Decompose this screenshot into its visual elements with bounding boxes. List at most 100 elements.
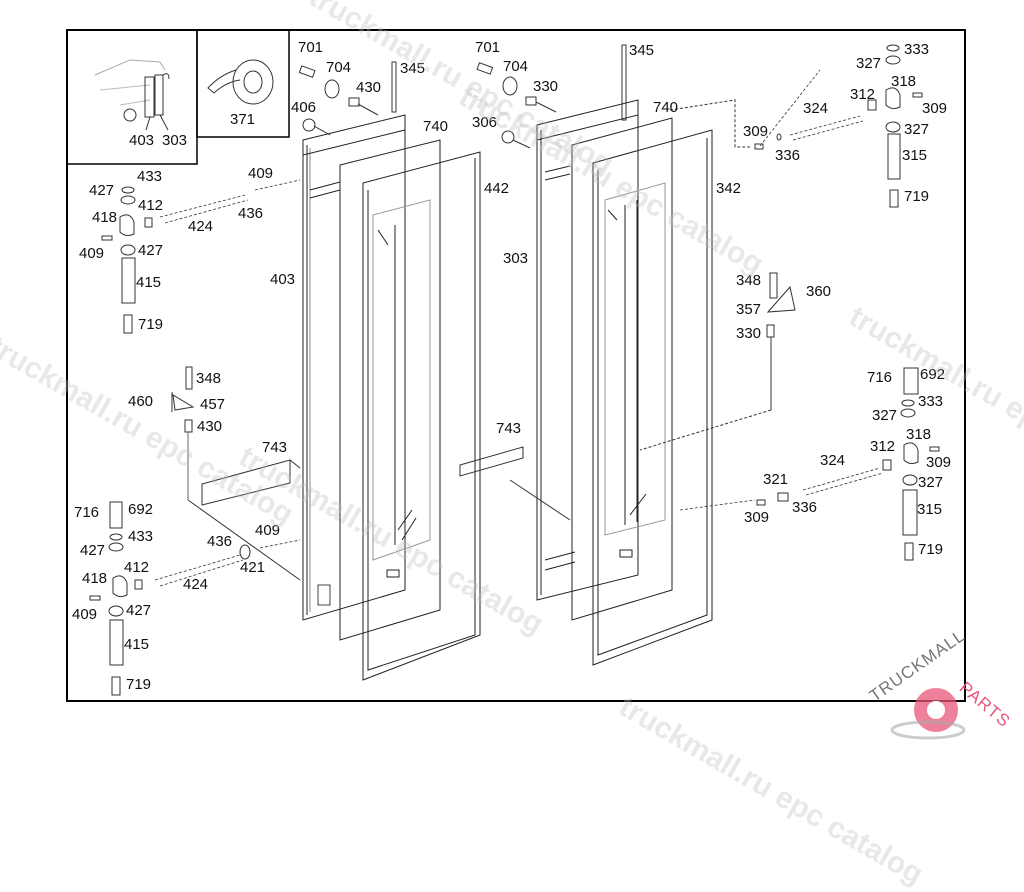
left-door-panel — [362, 151, 481, 681]
part-label-303: 303 — [503, 250, 529, 267]
part-label-719: 719 — [918, 541, 944, 558]
gear-logo-icon — [890, 688, 966, 740]
part-label-403: 403 — [270, 271, 296, 288]
part-label-701: 701 — [298, 39, 324, 56]
part-label-692: 692 — [128, 501, 154, 518]
part-label-719: 719 — [138, 316, 164, 333]
part-label-436: 436 — [238, 205, 264, 222]
part-label-427: 427 — [80, 542, 106, 559]
part-label-716: 716 — [74, 504, 100, 521]
part-label-309: 309 — [926, 454, 952, 471]
diagram-drawing — [66, 29, 966, 702]
left-upper-hinge-parts — [101, 186, 153, 334]
part-label-415: 415 — [124, 636, 150, 653]
part-label-336: 336 — [775, 147, 801, 164]
part-label-716: 716 — [867, 369, 893, 386]
part-label-348: 348 — [736, 272, 762, 289]
left-door-seal — [339, 139, 441, 641]
part-label-430: 430 — [197, 418, 223, 435]
left-lower-hinge-parts — [89, 501, 251, 696]
part-label-309: 309 — [922, 100, 948, 117]
part-label-743: 743 — [496, 420, 522, 437]
part-label-436: 436 — [207, 533, 233, 550]
part-label-409: 409 — [72, 606, 98, 623]
part-label-324: 324 — [803, 100, 829, 117]
part-label-430: 430 — [356, 79, 382, 96]
inset-label-303: 303 — [162, 132, 188, 149]
tape-roll-icon — [207, 59, 274, 105]
part-label-315: 315 — [902, 147, 928, 164]
right-upper-hinge-parts — [754, 44, 923, 208]
part-label-743: 743 — [262, 439, 288, 456]
part-label-704: 704 — [503, 58, 529, 75]
top-small-parts — [298, 44, 750, 149]
part-label-345: 345 — [629, 42, 655, 59]
left-door-frame — [302, 114, 406, 621]
part-label-424: 424 — [188, 218, 214, 235]
right-lower-hinge-parts — [756, 367, 940, 561]
part-label-412: 412 — [124, 559, 150, 576]
part-label-427: 427 — [138, 242, 164, 259]
part-label-704: 704 — [326, 59, 352, 76]
part-label-692: 692 — [920, 366, 946, 383]
part-label-306: 306 — [472, 114, 498, 131]
part-label-312: 312 — [850, 86, 876, 103]
right-door-frame — [536, 99, 639, 601]
part-label-433: 433 — [128, 528, 154, 545]
part-label-345: 345 — [400, 60, 426, 77]
part-label-357: 357 — [736, 301, 762, 318]
part-label-418: 418 — [92, 209, 118, 226]
truckmall-parts-logo: TRUCKMALL PARTS — [858, 626, 1024, 750]
part-label-342: 342 — [716, 180, 742, 197]
part-label-309: 309 — [743, 123, 769, 140]
part-label-327: 327 — [856, 55, 882, 72]
part-label-719: 719 — [126, 676, 152, 693]
part-label-318: 318 — [906, 426, 932, 443]
part-label-324: 324 — [820, 452, 846, 469]
part-label-409: 409 — [255, 522, 281, 539]
inset-label-371: 371 — [230, 111, 256, 128]
part-label-424: 424 — [183, 576, 209, 593]
left-bracket-parts — [171, 366, 301, 581]
part-label-415: 415 — [136, 274, 162, 291]
right-door-seal — [571, 117, 673, 621]
part-label-312: 312 — [870, 438, 896, 455]
part-label-336: 336 — [792, 499, 818, 516]
part-label-740: 740 — [653, 99, 679, 116]
part-label-412: 412 — [138, 197, 164, 214]
part-label-427: 427 — [126, 602, 152, 619]
part-label-360: 360 — [806, 283, 832, 300]
part-label-433: 433 — [137, 168, 163, 185]
part-label-442: 442 — [484, 180, 510, 197]
right-bracket-parts — [459, 272, 796, 521]
part-label-460: 460 — [128, 393, 154, 410]
part-label-348: 348 — [196, 370, 222, 387]
part-label-333: 333 — [918, 393, 944, 410]
part-label-327: 327 — [904, 121, 930, 138]
part-label-701: 701 — [475, 39, 501, 56]
part-label-315: 315 — [917, 501, 943, 518]
part-label-409: 409 — [248, 165, 274, 182]
part-label-406: 406 — [291, 99, 317, 116]
part-label-427: 427 — [89, 182, 115, 199]
diagram-frame — [66, 29, 966, 702]
part-label-457: 457 — [200, 396, 226, 413]
part-label-327: 327 — [918, 474, 944, 491]
right-hinge-leader-lines — [679, 69, 884, 511]
seal-detail-icon — [94, 59, 170, 131]
inset-label-403: 403 — [129, 132, 155, 149]
part-label-421: 421 — [240, 559, 266, 576]
part-label-740: 740 — [423, 118, 449, 135]
part-label-418: 418 — [82, 570, 108, 587]
part-label-318: 318 — [891, 73, 917, 90]
part-label-330: 330 — [736, 325, 762, 342]
left-hinge-leader-lines — [154, 179, 301, 587]
inset-box-tape — [196, 29, 290, 138]
part-label-409: 409 — [79, 245, 105, 262]
part-label-309: 309 — [744, 509, 770, 526]
part-label-327: 327 — [872, 407, 898, 424]
part-label-330: 330 — [533, 78, 559, 95]
right-door-panel — [592, 129, 713, 666]
part-label-321: 321 — [763, 471, 789, 488]
